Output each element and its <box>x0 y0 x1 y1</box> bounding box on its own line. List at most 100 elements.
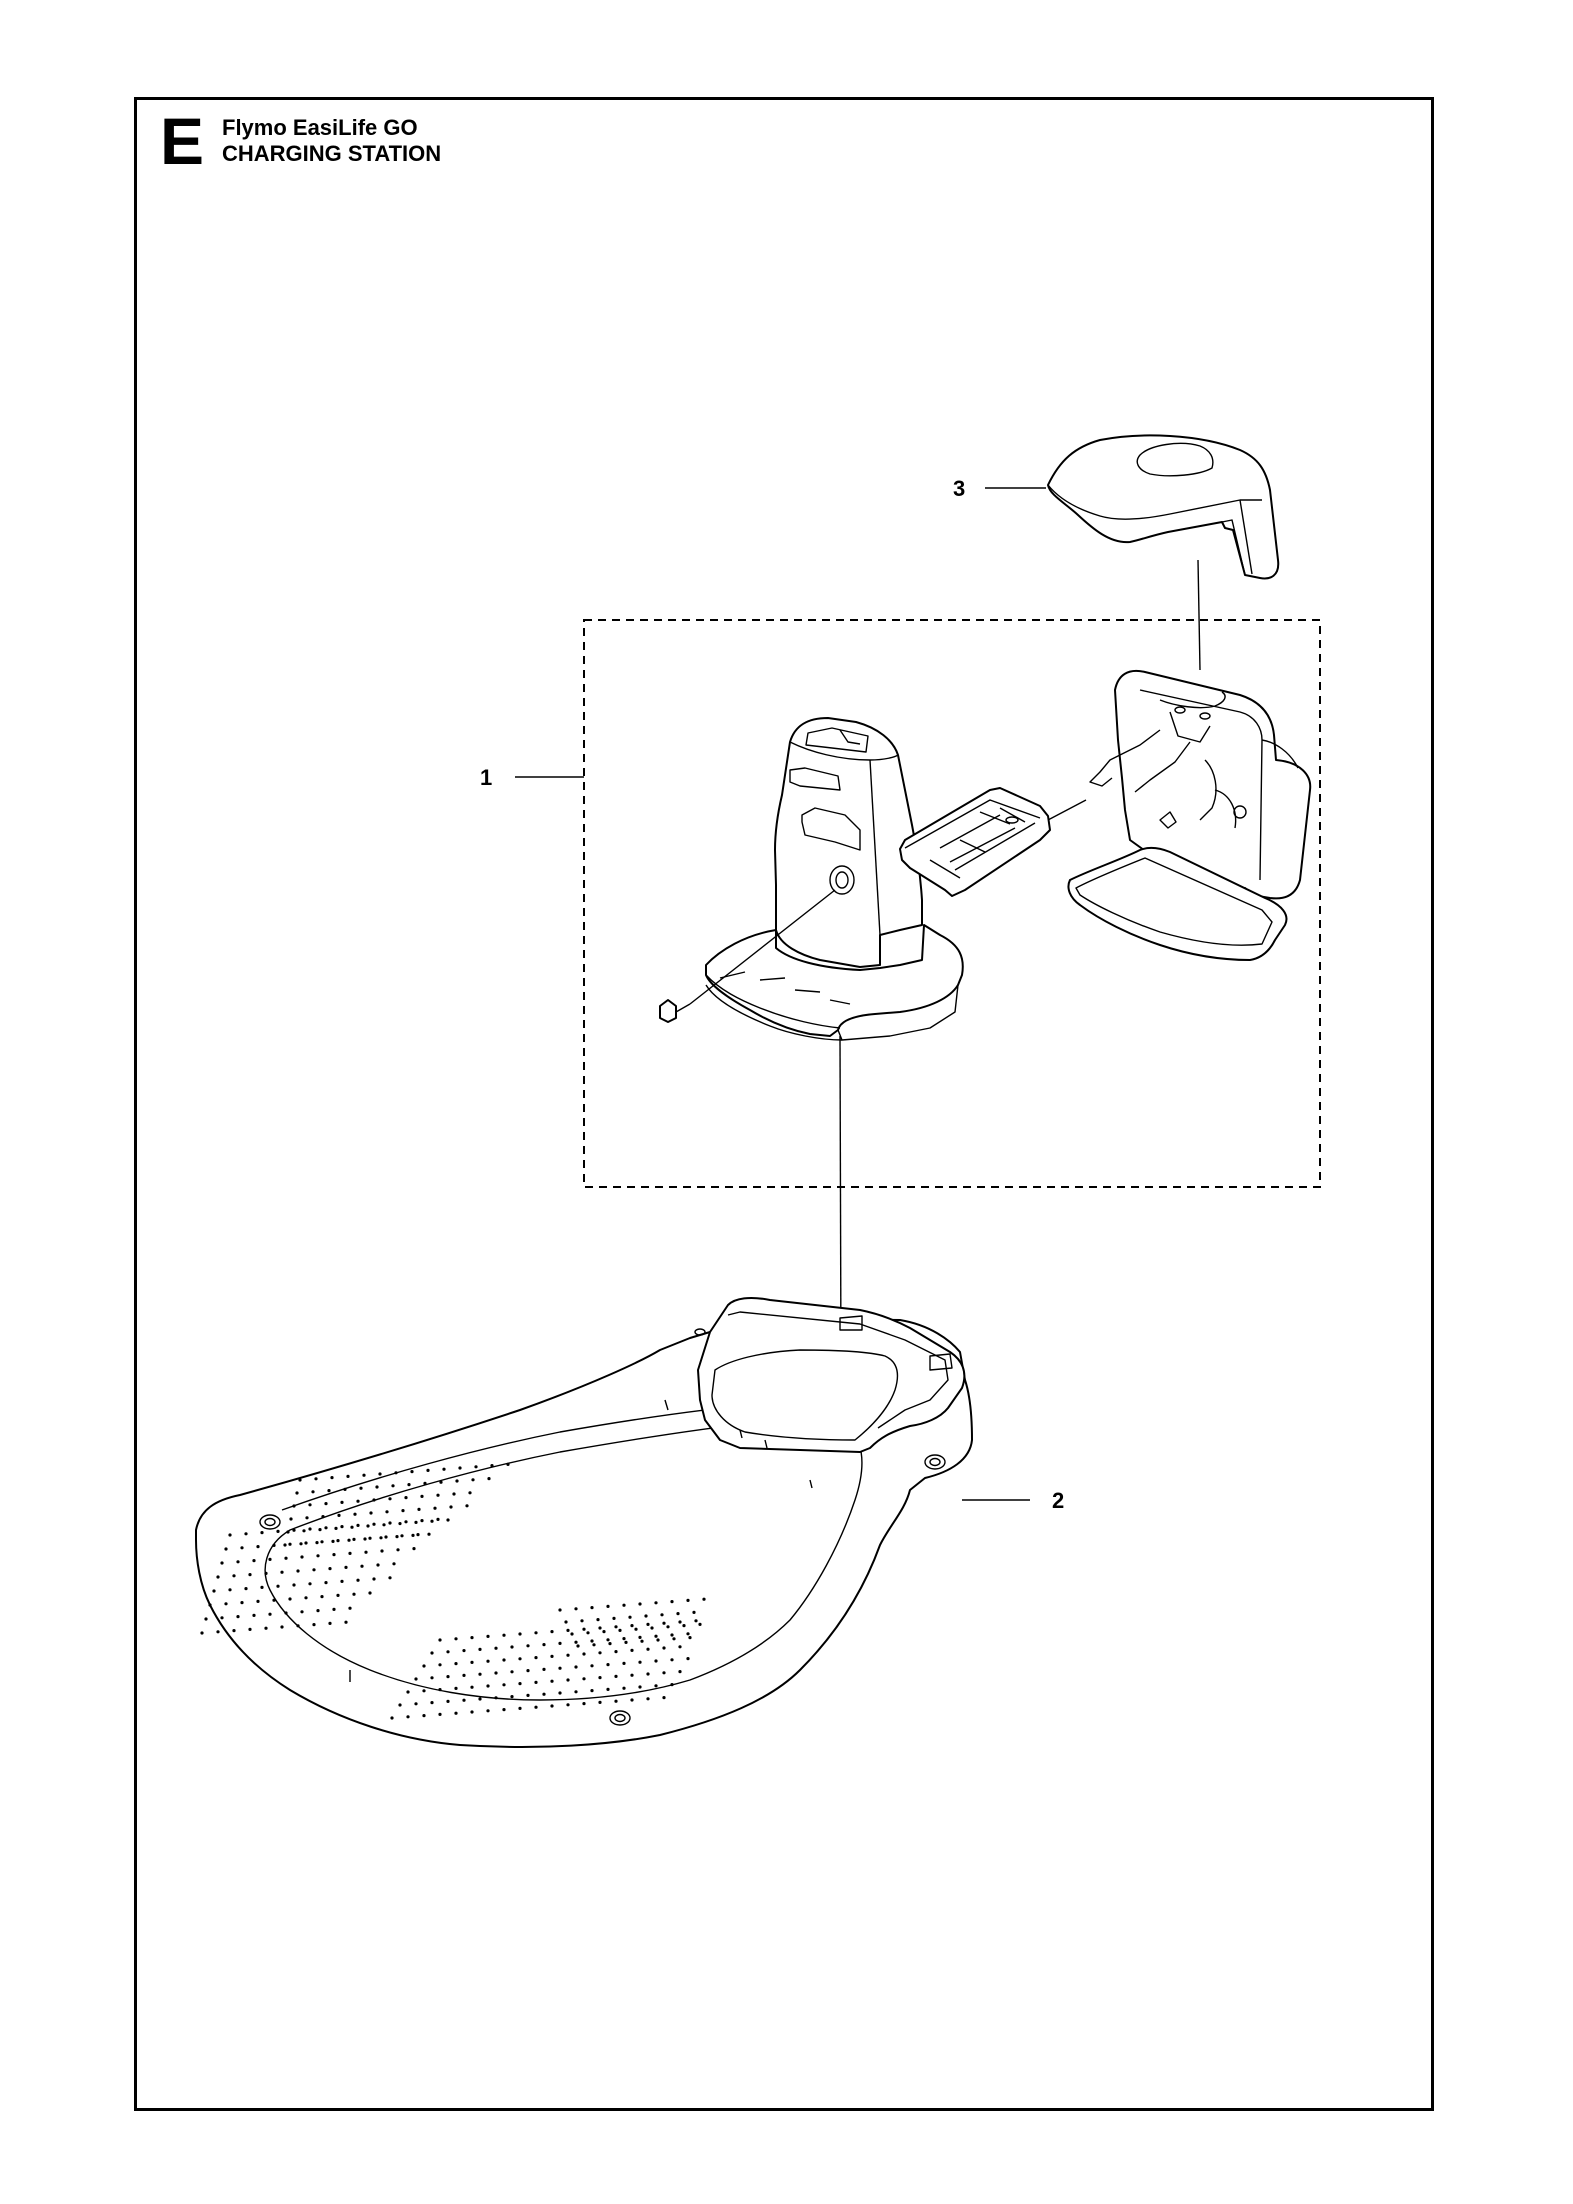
texture-dot <box>582 1627 586 1631</box>
texture-dot <box>446 1699 450 1703</box>
texture-dot <box>582 1702 586 1706</box>
texture-dot <box>614 1699 618 1703</box>
texture-dot <box>334 1526 338 1530</box>
texture-dot <box>566 1703 570 1707</box>
texture-dot <box>602 1630 606 1634</box>
texture-dot <box>395 1535 399 1539</box>
texture-dot <box>638 1602 642 1606</box>
texture-dot <box>372 1577 376 1581</box>
texture-dot <box>392 1562 396 1566</box>
texture-dot <box>220 1616 224 1620</box>
texture-dot <box>490 1464 494 1468</box>
texture-dot <box>390 1716 394 1720</box>
texture-dot <box>570 1632 574 1636</box>
texture-dot <box>465 1504 469 1508</box>
texture-dot <box>376 1563 380 1567</box>
texture-dot <box>590 1606 594 1610</box>
texture-dot <box>224 1602 228 1606</box>
texture-dot <box>486 1709 490 1713</box>
texture-dot <box>283 1543 287 1547</box>
texture-dot <box>630 1624 634 1628</box>
texture-dot <box>510 1670 514 1674</box>
texture-dot <box>268 1612 272 1616</box>
part-2-base-plate <box>195 1296 973 1748</box>
texture-dot <box>526 1644 530 1648</box>
texture-dot <box>566 1628 570 1632</box>
texture-dot <box>624 1640 628 1644</box>
texture-dot <box>462 1698 466 1702</box>
texture-dot <box>630 1673 634 1677</box>
texture-dot <box>574 1607 578 1611</box>
texture-dot <box>502 1708 506 1712</box>
texture-dot <box>404 1496 408 1500</box>
texture-dot <box>638 1635 642 1639</box>
texture-dot <box>471 1478 475 1482</box>
texture-dot <box>442 1467 446 1471</box>
texture-dot <box>216 1575 220 1579</box>
texture-dot <box>380 1549 384 1553</box>
texture-dot <box>300 1555 304 1559</box>
texture-dot <box>331 1539 335 1543</box>
texture-dot <box>433 1506 437 1510</box>
texture-dot <box>296 1569 300 1573</box>
texture-dot <box>284 1556 288 1560</box>
texture-dot <box>454 1686 458 1690</box>
texture-dot <box>305 1516 309 1520</box>
texture-dot <box>360 1564 364 1568</box>
page-frame <box>134 97 1434 2111</box>
texture-dot <box>352 1537 356 1541</box>
texture-dot <box>284 1611 288 1615</box>
texture-dot <box>224 1547 228 1551</box>
texture-dot <box>688 1636 692 1640</box>
texture-dot <box>343 1487 347 1491</box>
texture-dot <box>260 1585 264 1589</box>
texture-dot <box>394 1471 398 1475</box>
texture-dot <box>582 1652 586 1656</box>
texture-dot <box>236 1615 240 1619</box>
texture-dot <box>662 1646 666 1650</box>
texture-dot <box>654 1634 658 1638</box>
texture-dot <box>400 1534 404 1538</box>
texture-dot <box>446 1650 450 1654</box>
callout-1-label: 1 <box>480 765 492 790</box>
texture-dot <box>430 1676 434 1680</box>
texture-dot <box>470 1685 474 1689</box>
texture-dot <box>534 1656 538 1660</box>
texture-dot <box>286 1530 290 1534</box>
texture-dot <box>372 1522 376 1526</box>
texture-dot <box>446 1675 450 1679</box>
texture-dot <box>470 1636 474 1640</box>
texture-dot <box>470 1660 474 1664</box>
texture-dot <box>430 1701 434 1705</box>
texture-dot <box>252 1613 256 1617</box>
texture-dot <box>614 1625 618 1629</box>
texture-dot <box>478 1672 482 1676</box>
texture-dot <box>582 1677 586 1681</box>
texture-dot <box>486 1684 490 1688</box>
texture-dot <box>292 1583 296 1587</box>
texture-dot <box>692 1610 696 1614</box>
texture-dot <box>332 1553 336 1557</box>
texture-dot <box>502 1658 506 1662</box>
texture-dot <box>316 1554 320 1558</box>
texture-dot <box>347 1538 351 1542</box>
texture-dot <box>324 1581 328 1585</box>
texture-dot <box>302 1529 306 1533</box>
texture-dot <box>368 1591 372 1595</box>
texture-dot <box>384 1535 388 1539</box>
texture-dot <box>455 1479 459 1483</box>
texture-dot <box>454 1711 458 1715</box>
texture-dot <box>344 1565 348 1569</box>
texture-dot <box>534 1705 538 1709</box>
texture-dot <box>574 1690 578 1694</box>
texture-dot <box>678 1620 682 1624</box>
texture-dot <box>678 1670 682 1674</box>
texture-dot <box>422 1714 426 1718</box>
texture-dot <box>542 1667 546 1671</box>
texture-dot <box>356 1578 360 1582</box>
texture-dot <box>232 1574 236 1578</box>
texture-dot <box>438 1663 442 1667</box>
texture-dot <box>256 1599 260 1603</box>
texture-dot <box>340 1579 344 1583</box>
